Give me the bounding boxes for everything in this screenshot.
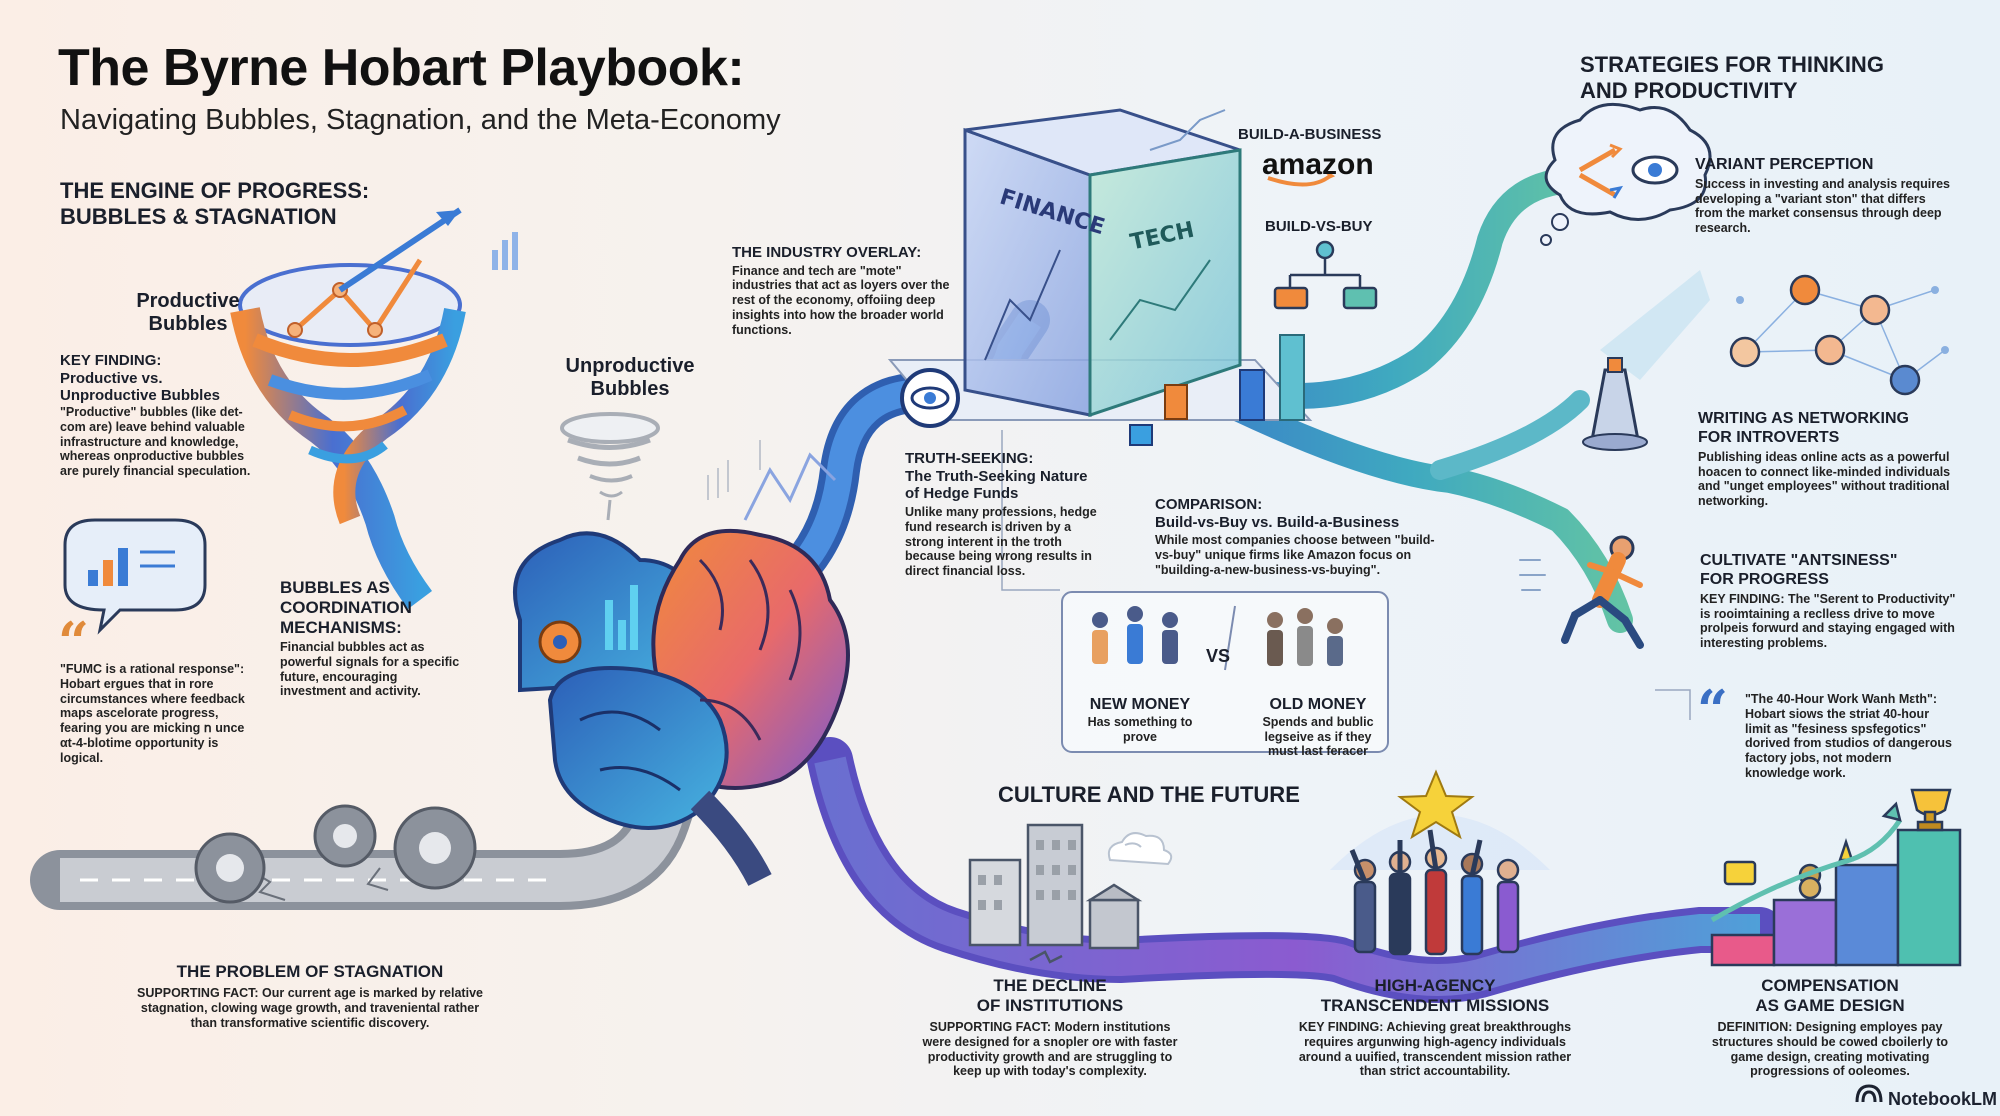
compensation-block: COMPENSATION AS GAME DESIGN DEFINITION: …: [1705, 976, 1955, 1079]
truth-seeking-subtitle: The Truth-Seeking Nature of Hedge Funds: [905, 467, 1088, 503]
comparison-body: While most companies choose between "bui…: [1155, 533, 1435, 577]
truth-seeking-body: Unlike many professions, hedge fund rese…: [905, 505, 1097, 579]
productive-label-line1: Productive: [136, 290, 240, 312]
engine-heading-line2: BUBBLES & STAGNATION: [60, 204, 337, 230]
engine-heading-line1: THE ENGINE OF PROGRESS:: [60, 178, 370, 203]
key-finding-title-3: Unproductive Bubbles: [60, 387, 221, 405]
engine-heading: THE ENGINE OF PROGRESS: BUBBLES & STAGNA…: [60, 178, 369, 231]
strategies-heading-line2: AND PRODUCTIVITY: [1580, 78, 1798, 104]
writing-networking-body: Publishing ideas online acts as a powerf…: [1698, 449, 1951, 508]
decline-title-1: THE DECLINE: [993, 976, 1107, 995]
key-finding-title-1: KEY FINDING:: [60, 352, 162, 369]
key-finding-title-2: Productive vs.: [60, 369, 163, 387]
unproductive-label-line2: Bubbles: [590, 378, 670, 400]
productive-label-line2: Bubbles: [148, 313, 228, 335]
culture-heading: CULTURE AND THE FUTURE: [998, 782, 1300, 807]
stagnation-body: SUPPORTING FACT: Our current age is mark…: [137, 986, 483, 1030]
strategies-heading: STRATEGIES FOR THINKING AND PRODUCTIVITY: [1580, 52, 1884, 105]
industry-overlay-title: THE INDUSTRY OVERLAY:: [732, 244, 922, 261]
industry-overlay-block: THE INDUSTRY OVERLAY: Finance and tech a…: [732, 244, 962, 337]
stagnation-block: THE PROBLEM OF STAGNATION SUPPORTING FAC…: [130, 962, 490, 1030]
quote-mark-blue-icon: “: [1697, 678, 1729, 742]
new-money-body: Has something to prove: [1087, 714, 1193, 744]
new-money-block: NEW MONEY Has something to prove: [1070, 696, 1210, 744]
antsiness-title-2: FOR PROGRESS: [1700, 570, 1829, 588]
build-vs-buy-label: BUILD-VS-BUY: [1265, 218, 1373, 235]
high-agency-block: HIGH-AGENCY TRANSCENDENT MISSIONS KEY FI…: [1290, 976, 1580, 1079]
unproductive-bubbles-label: Unproductive Bubbles: [555, 355, 705, 401]
antsiness-block: CULTIVATE "ANTSINESS" FOR PROGRESS KEY F…: [1700, 552, 1960, 651]
decline-institutions-block: THE DECLINE OF INSTITUTIONS SUPPORTING F…: [920, 976, 1180, 1079]
coordination-block: BUBBLES AS COORDINATION MECHANISMS: Fina…: [280, 578, 460, 699]
page-subtitle: Navigating Bubbles, Stagnation, and the …: [60, 104, 781, 136]
coordination-title: BUBBLES AS COORDINATION MECHANISMS:: [280, 578, 412, 638]
truth-seeking-title: TRUTH-SEEKING:: [905, 450, 1034, 467]
writing-networking-title-2: FOR INTROVERTS: [1698, 428, 1840, 446]
high-agency-title-1: HIGH-AGENCY: [1374, 976, 1496, 995]
fomo-quote-block: "FUMC is a rational response": Hobart er…: [60, 662, 260, 765]
truth-seeking-block: TRUTH-SEEKING: The Truth-Seeking Nature …: [905, 450, 1105, 579]
build-a-business-label: BUILD-A-BUSINESS: [1238, 126, 1382, 143]
coordination-body: Financial bubbles act as powerful signal…: [280, 640, 460, 699]
amazon-logo: amazon: [1262, 148, 1374, 181]
workweek-quote-title: "The 40-Hour Work Wanh Mεth":: [1745, 692, 1938, 706]
writing-networking-block: WRITING AS NETWORKING FOR INTROVERTS Pub…: [1698, 410, 1968, 509]
variant-perception-body: Success in investing and analysis requir…: [1695, 176, 1950, 236]
fomo-quote-title: "FUMC is a rational response":: [60, 662, 245, 676]
workweek-quote-body: Hobart siows the striat 40-hour limit as…: [1745, 706, 1952, 780]
stagnation-title: THE PROBLEM OF STAGNATION: [176, 962, 444, 981]
industry-overlay-body: Finance and tech are "mote" industries t…: [732, 263, 950, 337]
old-money-block: OLD MONEY Spends and bublic legseive as …: [1248, 696, 1388, 759]
compensation-body: DEFINITION: Designing employes pay struc…: [1711, 1020, 1949, 1079]
notebooklm-brand: NotebookLM: [1888, 1089, 1997, 1109]
key-finding-bubbles: KEY FINDING: Productive vs. Unproductive…: [60, 352, 260, 479]
old-money-body: Spends and bublic legseive as if they mu…: [1262, 714, 1374, 759]
strategies-heading-line1: STRATEGIES FOR THINKING: [1580, 52, 1884, 77]
decline-title-2: OF INSTITUTIONS: [976, 996, 1124, 1016]
compensation-title-1: COMPENSATION: [1761, 976, 1899, 995]
page-title: The Byrne Hobart Playbook:: [58, 39, 745, 97]
workweek-quote-block: "The 40-Hour Work Wanh Mεth": Hobart sio…: [1745, 692, 1957, 781]
antsiness-title-1: CULTIVATE "ANTSINESS": [1700, 552, 1898, 569]
unproductive-label-line1: Unproductive: [565, 355, 695, 377]
comparison-block: COMPARISON: Build-vs-Buy vs. Build-a-Bus…: [1155, 496, 1440, 578]
quote-mark-icon: “: [58, 610, 90, 674]
comparison-subtitle: Build-vs-Buy vs. Build-a-Business: [1155, 513, 1400, 531]
antsiness-body: KEY FINDING: The "Serent to Productivity…: [1700, 591, 1956, 650]
fomo-quote-body: Hobart ergues that in rore circumstances…: [60, 676, 245, 765]
comparison-title: COMPARISON:: [1155, 496, 1263, 513]
variant-perception-block: VARIANT PERCEPTION Success in investing …: [1695, 156, 1955, 236]
high-agency-body: KEY FINDING: Achieving great breakthroug…: [1298, 1020, 1572, 1079]
compensation-title-2: AS GAME DESIGN: [1755, 996, 1905, 1016]
old-money-title: OLD MONEY: [1269, 696, 1367, 713]
productive-bubbles-label: Productive Bubbles: [128, 290, 248, 336]
new-money-title: NEW MONEY: [1089, 696, 1191, 713]
high-agency-title-2: TRANSCENDENT MISSIONS: [1320, 996, 1550, 1016]
variant-perception-title: VARIANT PERCEPTION: [1695, 156, 1874, 173]
writing-networking-title-1: WRITING AS NETWORKING: [1698, 410, 1909, 427]
decline-body: SUPPORTING FACT: Modern institutions wer…: [922, 1020, 1178, 1079]
key-finding-body: "Productive" bubbles (like det-com are) …: [60, 405, 251, 479]
vs-label: VS: [1206, 646, 1231, 666]
